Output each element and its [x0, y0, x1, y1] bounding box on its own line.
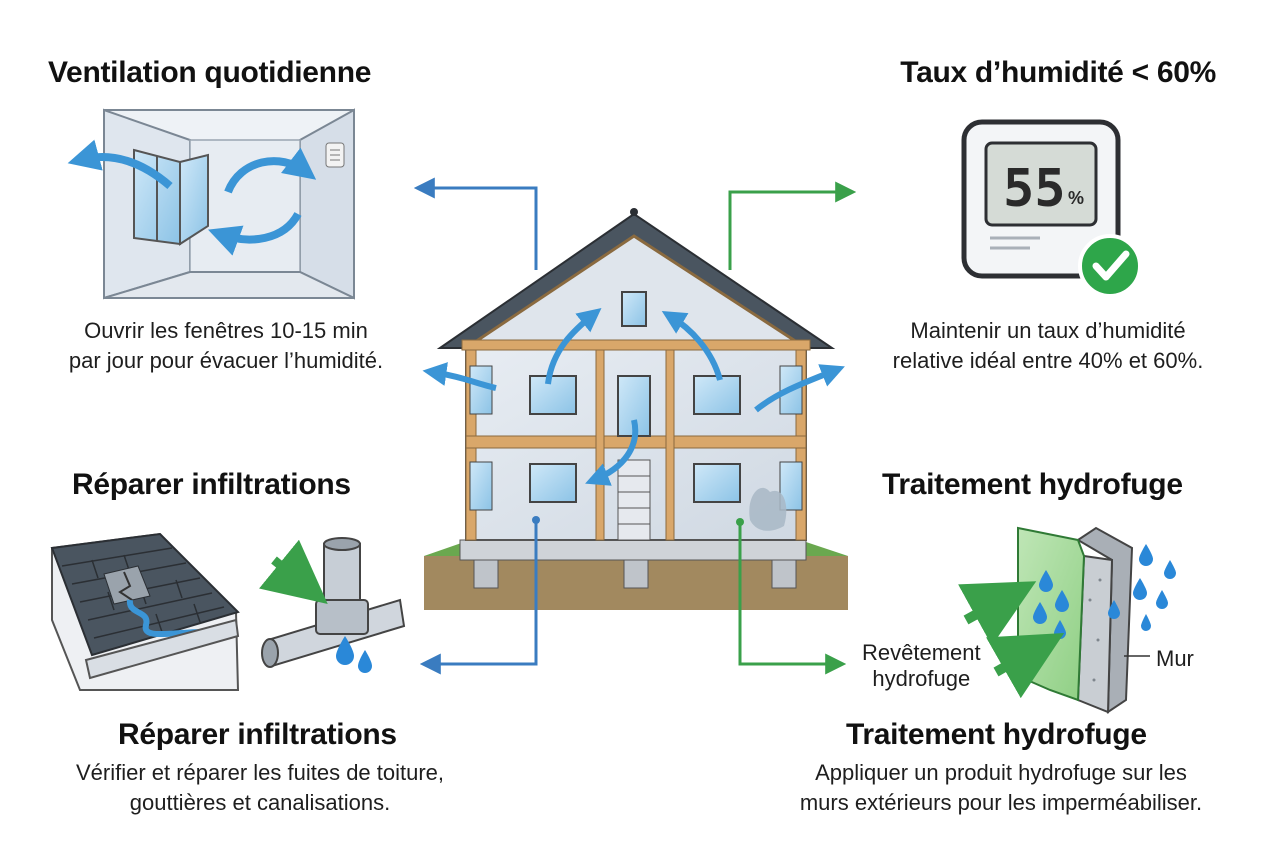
coating-label-line1: Revêtement: [862, 640, 981, 665]
hygrometer-unit: %: [1068, 188, 1084, 208]
ventilation-desc-line2: par jour pour évacuer l’humidité.: [68, 348, 384, 373]
hygrometer-icon: 55 %: [961, 119, 1121, 279]
humidity-desc-line1: Maintenir un taux d’humidité: [910, 318, 1186, 343]
house-cutaway-icon: [422, 208, 848, 610]
check-icon: [1078, 234, 1142, 298]
wall-label: Mur: [1156, 646, 1194, 671]
hydrofuge-description: Appliquer un produit hydrofuge sur les m…: [756, 758, 1246, 818]
ventilation-title: Ventilation quotidienne: [48, 56, 372, 89]
hydrofuge-title: Traitement hydrofuge: [846, 718, 1147, 751]
infiltrations-desc-line2: gouttières et canalisations.: [129, 790, 391, 815]
ventilation-description: Ouvrir les fenêtres 10-15 min par jour p…: [26, 316, 426, 376]
connector-ventilation: [413, 177, 538, 270]
hygrometer-value: 55: [1003, 159, 1066, 219]
infiltrations-desc-line1: Vérifier et réparer les fuites de toitur…: [75, 760, 445, 785]
infiltrations-description: Vérifier et réparer les fuites de toitur…: [40, 758, 480, 818]
humidity-title: Taux d’humidité < 60%: [900, 56, 1216, 89]
coating-label-line2: hydrofuge: [872, 666, 971, 691]
water-repellent-wall-icon: [958, 526, 1176, 714]
humidity-description: Maintenir un taux d’humidité relative id…: [846, 316, 1250, 376]
connector-humidity: [728, 181, 857, 270]
connector-hydrofuge: [736, 518, 847, 675]
connector-infiltrations: [419, 516, 540, 675]
infiltrations-title: Réparer infiltrations: [118, 718, 397, 751]
hydrofuge-desc-line2: murs extérieurs pour les imperméabiliser…: [799, 790, 1203, 815]
hydrofuge-heading: Traitement hydrofuge: [882, 468, 1183, 501]
hydrofuge-desc-line1: Appliquer un produit hydrofuge sur les: [815, 760, 1187, 785]
window-room-icon: [67, 108, 355, 300]
pipe-leak-icon: [259, 537, 406, 673]
infiltrations-heading: Réparer infiltrations: [72, 468, 351, 501]
humidity-desc-line2: relative idéal entre 40% et 60%.: [892, 348, 1204, 373]
coating-label: Revêtement hydrofuge: [862, 640, 981, 692]
roof-leak-icon: [50, 532, 240, 691]
ventilation-desc-line1: Ouvrir les fenêtres 10-15 min: [84, 318, 368, 343]
